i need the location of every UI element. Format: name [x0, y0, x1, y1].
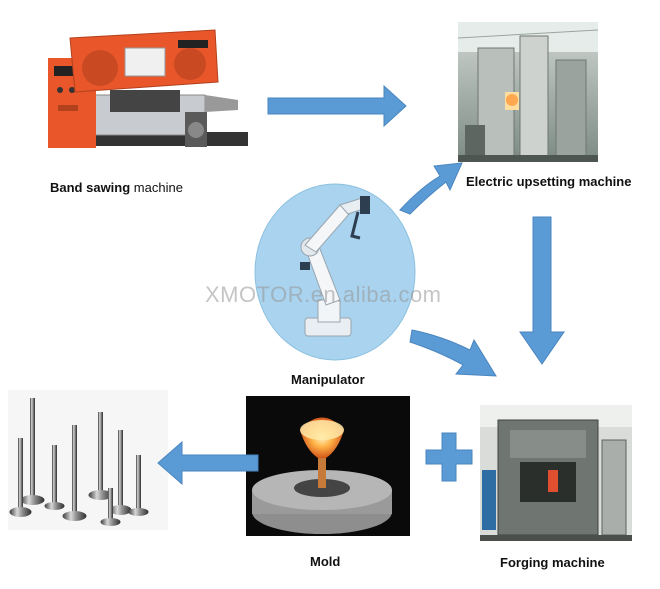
arrow-band-saw-to-upsetting: [267, 84, 407, 128]
band-sawing-label-rest: machine: [130, 180, 183, 195]
arrow-manipulator-to-forging: [409, 329, 497, 377]
robot-arm-illustration: [254, 183, 416, 361]
manipulator-label: Manipulator: [291, 372, 365, 387]
glowing-mold-illustration: [246, 396, 410, 536]
forging-machine-label: Forging machine: [500, 555, 605, 570]
band-sawing-label-bold: Band sawing: [50, 180, 131, 195]
engine-valves-illustration: [8, 390, 168, 530]
band-sawing-label: Band sawing machine: [50, 180, 183, 195]
forging-press-illustration: [480, 405, 632, 541]
arrow-upsetting-to-forging: [519, 216, 565, 365]
mold-label: Mold: [310, 554, 341, 569]
arrow-manipulator-to-upsetting: [399, 162, 463, 215]
watermark: XMOTOR.en.aliba.com: [205, 282, 442, 307]
band-saw-machine-illustration: [48, 29, 248, 148]
electric-upsetting-label: Electric upsetting machine: [466, 174, 632, 189]
arrow-mold-to-valves: [157, 440, 259, 486]
plus-icon: [425, 432, 473, 482]
upsetting-machine-illustration: [457, 22, 599, 162]
